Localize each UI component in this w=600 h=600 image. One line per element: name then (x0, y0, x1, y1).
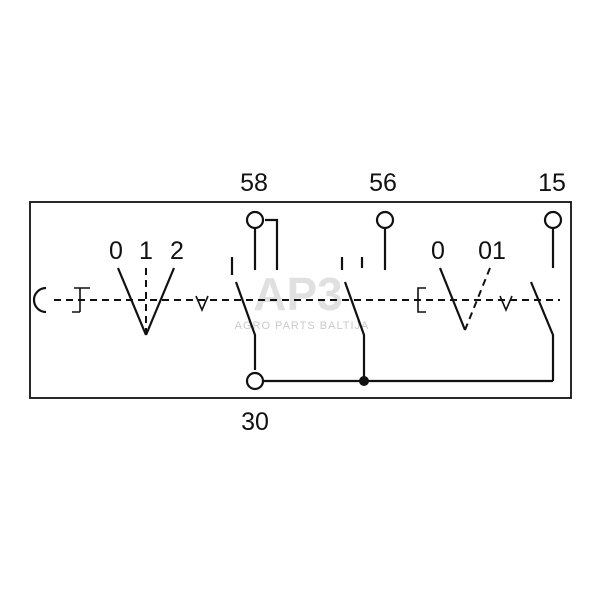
terminal-label-15: 15 (538, 169, 566, 197)
contact-group-56 (340, 228, 387, 270)
position-label-right-01: 01 (478, 237, 506, 265)
watermark-tagline: AGRO PARTS BALTIJA (235, 320, 370, 332)
terminal-56 (375, 210, 395, 230)
terminal-label-30: 30 (241, 408, 269, 436)
switch-arm-1 (234, 281, 257, 370)
position-label-1: 1 (139, 237, 153, 265)
position-label-2: 2 (170, 237, 184, 265)
terminal-label-58: 58 (240, 169, 268, 197)
terminal-15 (543, 210, 563, 230)
position-indicator-right (417, 267, 513, 331)
watermark: AP3 AGRO PARTS BALTIJA (235, 268, 370, 332)
terminal-58 (245, 210, 265, 230)
position-label-right-0: 0 (431, 237, 445, 265)
contact-group-58 (230, 218, 279, 275)
position-indicator-left (116, 267, 209, 336)
watermark-logo: AP3 (253, 268, 342, 320)
switch-arm-2 (343, 281, 366, 381)
terminal-30 (245, 371, 265, 391)
junction-dot (359, 376, 369, 386)
position-label-0: 0 (109, 237, 123, 265)
terminal-label-56: 56 (369, 169, 397, 197)
switch-housing-frame (29, 201, 572, 399)
switch-arm-3 (529, 281, 555, 381)
